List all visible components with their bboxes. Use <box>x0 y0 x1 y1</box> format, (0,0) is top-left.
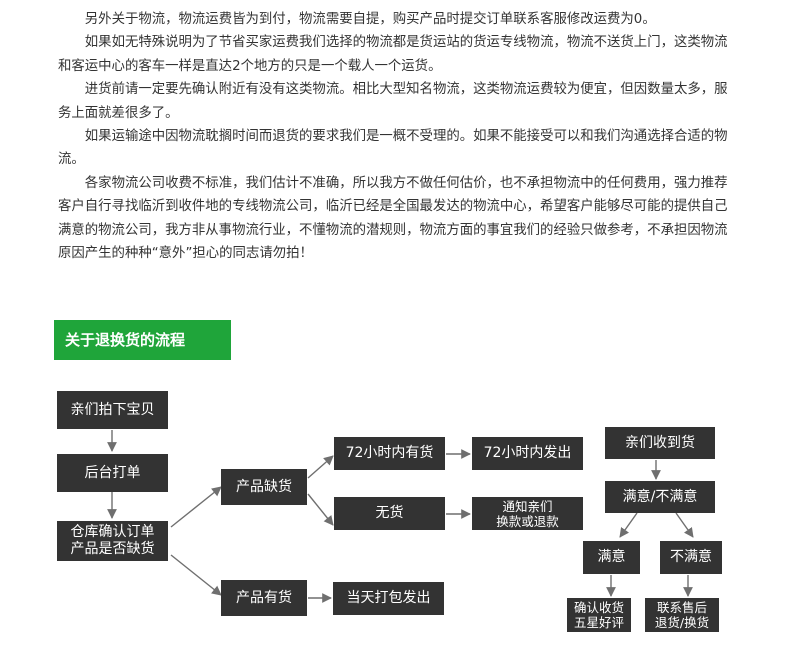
intro-paragraph-logistics-type: 如果如无特殊说明为了节省买家运费我们选择的物流都是货运站的货运专线物流，物流不送… <box>58 35 728 74</box>
intro-text: 另外关于物流，物流运费皆为到付，物流需要自提，购买产品时提交订单联系客服修改运费… <box>58 8 740 265</box>
box-goods-received: 亲们收到货 <box>605 427 715 459</box>
intro-paragraph-check-local: 进货前请一定要先确认附近有没有这类物流。相比大型知名物流，这类物流运费较为便宜，… <box>58 82 728 121</box>
intro-paragraph-delay-policy: 如果运输途中因物流耽搁时间而退货的要求我们是一概不受理的。如果不能接受可以和我们… <box>58 129 728 168</box>
box-contact-aftersales: 联系售后 退货/换货 <box>645 598 719 632</box>
box-restock-72h: 72小时内有货 <box>334 437 445 470</box>
arrow-outofstock-to-nostock <box>307 493 334 526</box>
box-satisfaction-check: 满意/不满意 <box>605 481 715 513</box>
intro-paragraph-shipping: 另外关于物流，物流运费皆为到付，物流需要自提，购买产品时提交订单联系客服修改运费… <box>84 12 656 27</box>
box-warehouse-check: 仓库确认订单 产品是否缺货 <box>57 521 168 561</box>
arrow-outofstock-to-72h <box>307 455 334 479</box>
box-no-stock: 无货 <box>334 497 445 530</box>
intro-paragraph-disclaimer: 各家物流公司收费不标准，我们估计不准确，所以我方不做任何估价，也不承担物流中的任… <box>58 175 728 262</box>
box-order-placed: 亲们拍下宝贝 <box>57 391 168 429</box>
box-ship-72h: 72小时内发出 <box>472 437 583 470</box>
arrow-warehouse-to-outofstock <box>170 486 222 528</box>
arrow-warehouse-to-instock <box>170 554 222 596</box>
box-satisfied: 满意 <box>583 541 640 574</box>
arrow-satisfaction-to-notsatisfied <box>675 512 694 538</box>
box-not-satisfied: 不满意 <box>660 541 722 574</box>
box-notify-customer: 通知亲们 换款或退款 <box>472 497 583 530</box>
box-in-stock: 产品有货 <box>221 580 307 616</box>
box-ship-same-day: 当天打包发出 <box>333 582 444 615</box>
section-title-return-flow: 关于退换货的流程 <box>54 320 231 360</box>
box-backend-order: 后台打单 <box>57 454 168 492</box>
arrow-satisfaction-to-satisfied <box>619 512 638 538</box>
box-confirm-review: 确认收货 五星好评 <box>567 598 631 632</box>
box-out-of-stock: 产品缺货 <box>221 469 307 505</box>
